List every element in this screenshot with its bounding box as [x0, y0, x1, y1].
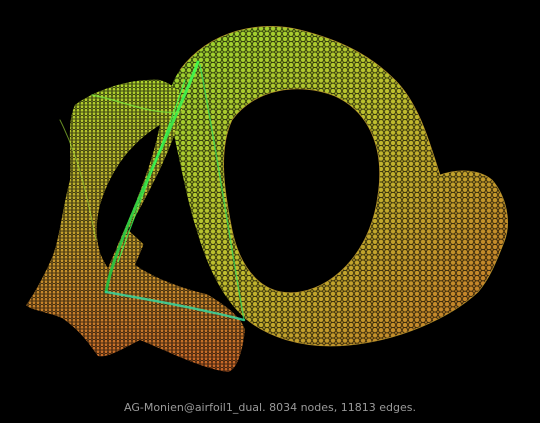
mesh-graph-visualization [26, 26, 508, 372]
mesh-dense-strands [59, 60, 246, 322]
mesh-outline [179, 26, 508, 347]
mesh-left-fold [26, 79, 245, 372]
graph-caption: AG-Monien@airfoil1_dual. 8034 nodes, 118… [124, 401, 416, 414]
mesh-right-ring [168, 26, 508, 346]
